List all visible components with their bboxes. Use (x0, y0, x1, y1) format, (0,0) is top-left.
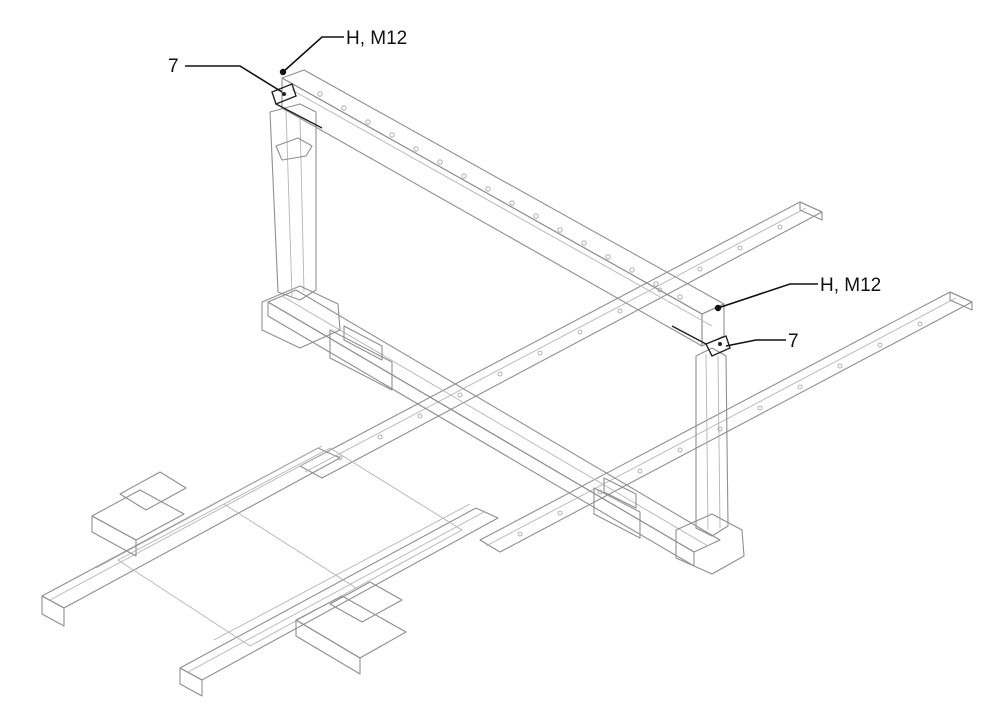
callout-7-top: 7 (168, 56, 179, 77)
beam-hole-pattern (317, 91, 923, 537)
leader-lines (185, 36, 818, 347)
front-floor-rail (479, 291, 973, 553)
callout-h-m12-right: H, M12 (820, 275, 881, 296)
left-stand (261, 103, 393, 391)
bracket-part-7-right (671, 325, 731, 357)
top-cross-beam (281, 69, 725, 347)
bracket-part-7-left (271, 83, 323, 129)
right-stand (593, 347, 745, 575)
callout-h-m12-top: H, M12 (346, 28, 407, 49)
callout-7-right: 7 (788, 331, 799, 352)
back-floor-rail (299, 201, 823, 479)
front-base-frame (41, 445, 499, 697)
